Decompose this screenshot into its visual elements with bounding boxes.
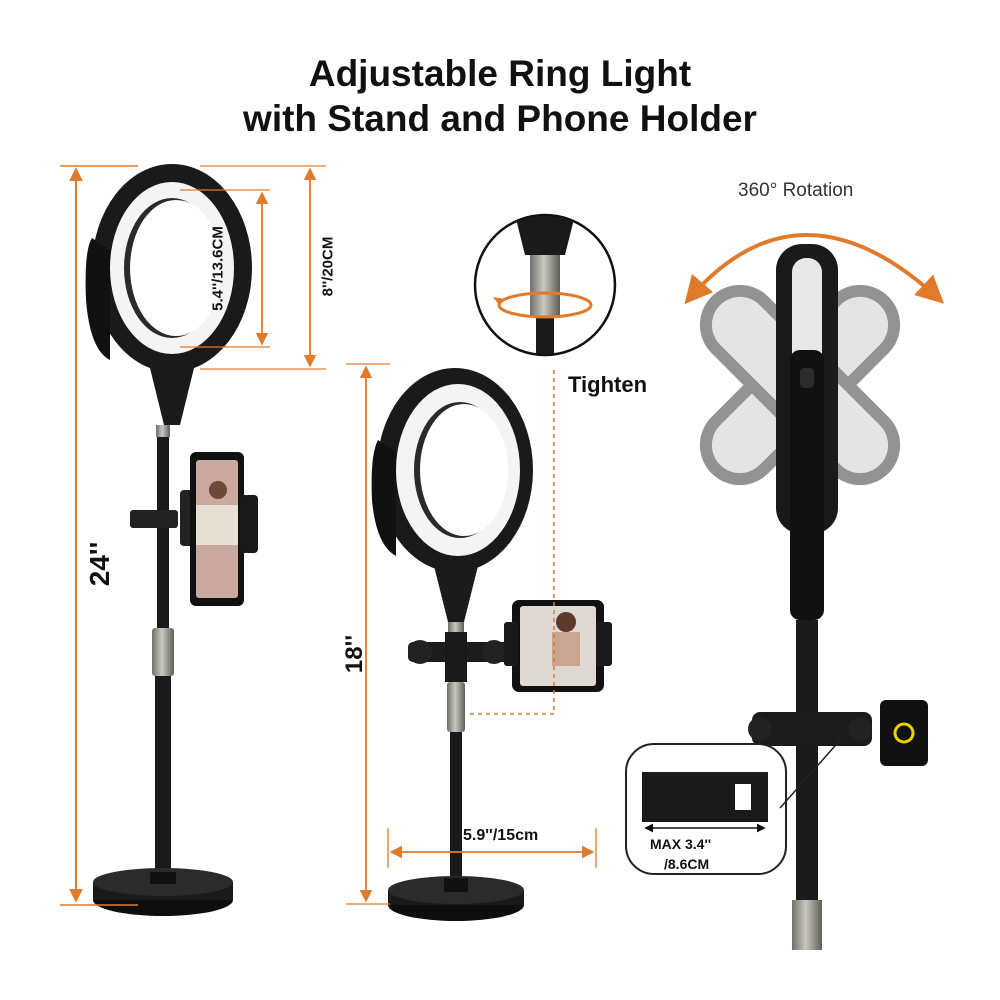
short-ring-light-stand [346,363,612,921]
rotation-demo [625,233,945,950]
title-line-1: Adjustable Ring Light [308,53,692,94]
tighten-label: Tighten [568,372,648,397]
clamp-max-label-line-1: MAX 3.4'' [650,836,712,852]
mount-screw-icon [893,722,915,744]
base-width-label: 5.9''/15cm [463,827,539,844]
max-height-label: 24'' [84,541,115,587]
height-joint-icon [152,628,174,676]
tall-ring-light-stand [60,164,326,916]
clamp-max-label-line-2: /8.6CM [664,856,710,872]
min-height-label: 18'' [341,634,368,674]
rotation-label: 360° Rotation [738,180,854,201]
rotation-arrow-icon [684,233,945,305]
title-line-2: with Stand and Phone Holder [243,98,757,139]
ring-inner-diameter-label: 5.4''/13.6CM [209,226,227,311]
tighten-detail-zoom [473,213,617,357]
ring-outer-diameter-label: 8''/20CM [319,236,337,297]
